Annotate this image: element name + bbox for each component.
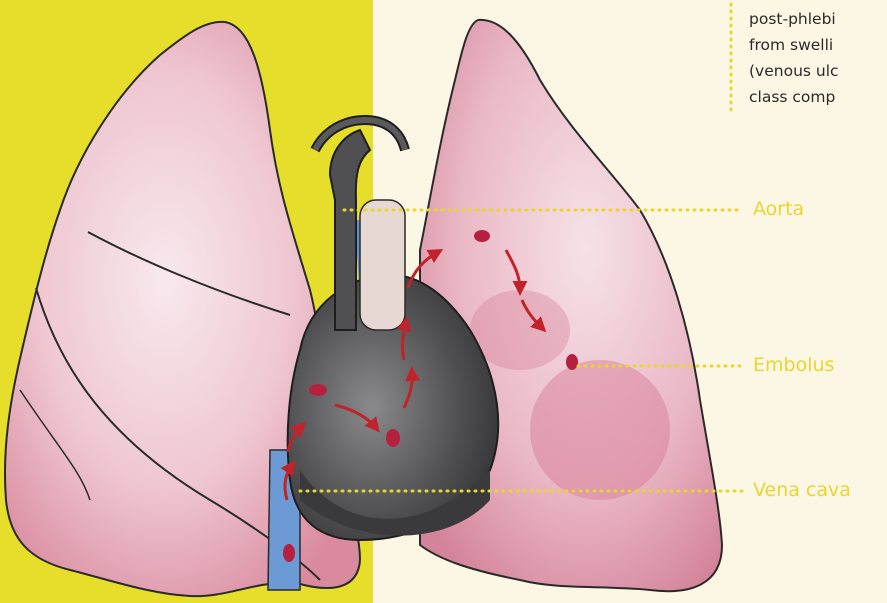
caption-text-block: post-phlebi from swelli (venous ulc clas… [749,6,839,110]
vena-cava-label: Vena cava [753,479,851,501]
pulmonary-trunk [360,200,405,330]
embolus-blob [283,544,295,562]
embolus-label: Embolus [753,354,834,376]
aorta-label: Aorta [753,198,804,220]
caption-line: (venous ulc [749,58,839,84]
caption-line: from swelli [749,32,839,58]
embolus-blob [566,354,578,370]
caption-line: post-phlebi [749,6,839,32]
embolus-blob [309,384,327,396]
caption-line: class comp [749,84,839,110]
embolus-blob [474,230,490,242]
embolus-blob [386,429,400,447]
